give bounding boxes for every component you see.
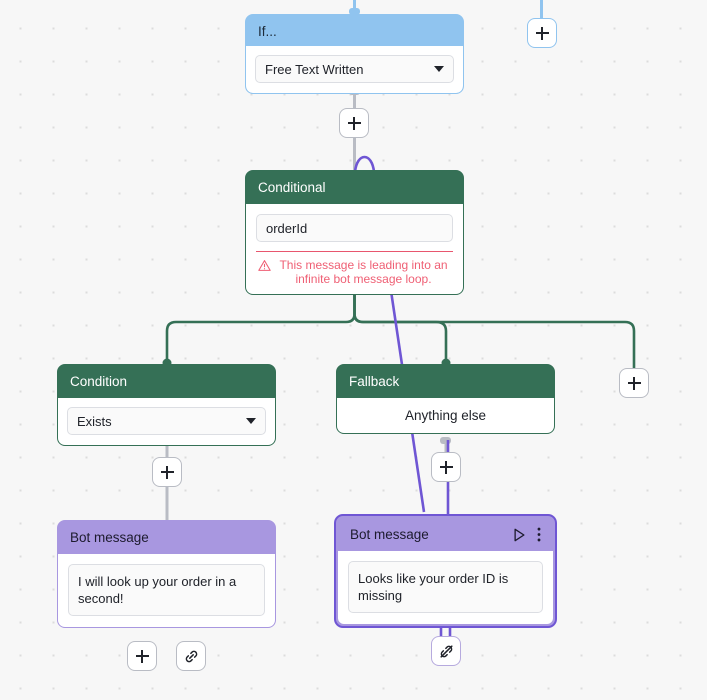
- node-bot-message-right[interactable]: Bot message: [334, 514, 557, 628]
- node-bot-message-right-header: Bot message: [338, 518, 553, 551]
- node-bot-message-left-body: I will look up your order in a second!: [58, 554, 275, 627]
- bot-message-left-text[interactable]: I will look up your order in a second!: [68, 564, 265, 616]
- node-condition[interactable]: Condition Exists: [57, 364, 276, 446]
- conditional-variable-value: orderId: [266, 220, 308, 236]
- conditional-warning-text: This message is leading into an infinite…: [279, 258, 448, 286]
- if-condition-select-value: Free Text Written: [265, 61, 364, 77]
- if-top-handle: [349, 8, 360, 15]
- node-condition-header: Condition: [58, 365, 275, 398]
- node-if-body: Free Text Written: [246, 46, 463, 93]
- node-fallback[interactable]: Fallback Anything else: [336, 364, 555, 434]
- chevron-down-icon: [434, 66, 444, 72]
- node-bot-message-right-title: Bot message: [350, 527, 429, 542]
- edge-conditional-to-add-branch: [353, 288, 636, 368]
- plus-icon: [535, 26, 549, 40]
- chevron-down-icon: [246, 418, 256, 424]
- node-conditional[interactable]: Conditional orderId This message is lead…: [245, 170, 464, 295]
- node-bot-message-left[interactable]: Bot message I will look up your order in…: [57, 520, 276, 628]
- node-if[interactable]: If... Free Text Written: [245, 14, 464, 94]
- if-condition-select[interactable]: Free Text Written: [255, 55, 454, 83]
- edge-loop-into-conditional: [353, 155, 376, 173]
- node-bot-message-left-title: Bot message: [70, 530, 149, 545]
- warning-divider: [256, 251, 453, 252]
- node-if-title: If...: [258, 24, 277, 39]
- add-node-after-if-button[interactable]: [339, 108, 369, 138]
- warning-triangle-icon: [258, 260, 271, 271]
- node-bot-message-right-body: Looks like your order ID is missing: [338, 551, 553, 624]
- condition-operator-value: Exists: [77, 413, 112, 429]
- conditional-warning: This message is leading into an infinite…: [256, 252, 453, 286]
- plus-icon: [627, 376, 641, 390]
- node-conditional-header: Conditional: [246, 171, 463, 204]
- plus-icon: [347, 116, 361, 130]
- node-fallback-body: Anything else: [337, 398, 554, 433]
- plus-icon: [160, 465, 174, 479]
- unlink-node-button[interactable]: [431, 636, 461, 666]
- node-condition-body: Exists: [58, 398, 275, 445]
- bot-message-right-text[interactable]: Looks like your order ID is missing: [348, 561, 543, 613]
- add-node-after-fallback-button[interactable]: [431, 452, 461, 482]
- add-node-top-right-button[interactable]: [527, 18, 557, 48]
- add-node-after-bot-left-button[interactable]: [127, 641, 157, 671]
- node-fallback-header: Fallback: [337, 365, 554, 398]
- node-bot-message-left-header: Bot message: [58, 521, 275, 554]
- play-icon[interactable]: [513, 528, 526, 542]
- node-if-header: If...: [246, 15, 463, 46]
- more-vertical-icon[interactable]: [537, 527, 541, 542]
- edge-conditional-to-condition: [165, 288, 356, 364]
- node-condition-title: Condition: [70, 374, 128, 389]
- conditional-variable-input[interactable]: orderId: [256, 214, 453, 242]
- node-fallback-title: Fallback: [349, 374, 400, 389]
- link-node-button[interactable]: [176, 641, 206, 671]
- node-conditional-title: Conditional: [258, 180, 326, 195]
- condition-operator-select[interactable]: Exists: [67, 407, 266, 435]
- add-branch-button[interactable]: [619, 368, 649, 398]
- add-node-after-condition-button[interactable]: [152, 457, 182, 487]
- link-icon: [185, 650, 197, 662]
- plus-icon: [439, 460, 453, 474]
- unlink-icon: [439, 644, 453, 658]
- node-conditional-body: orderId This message is leading into an …: [246, 204, 463, 294]
- plus-icon: [135, 649, 149, 663]
